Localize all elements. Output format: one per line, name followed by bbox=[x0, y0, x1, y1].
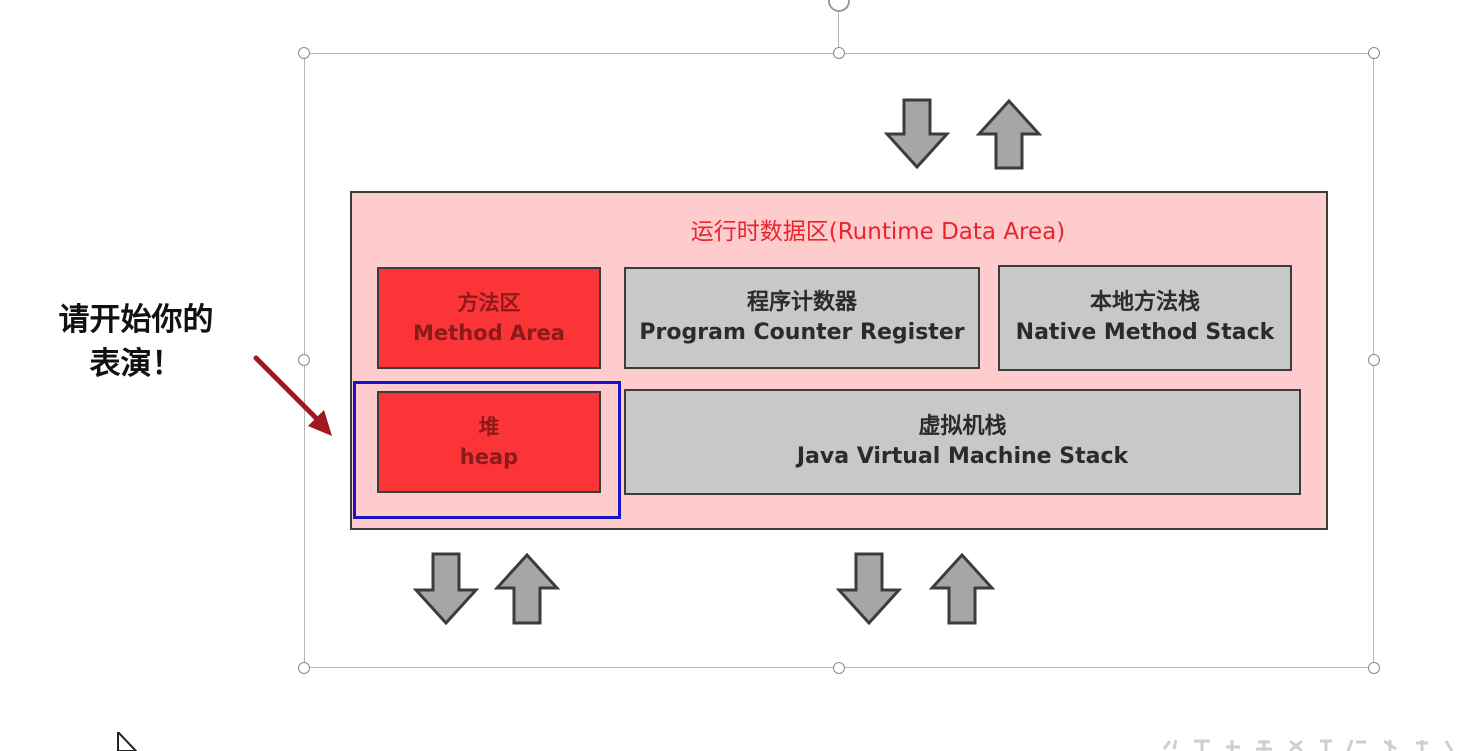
heap-label-en: heap bbox=[459, 445, 519, 469]
resize-handle-top-right[interactable] bbox=[1368, 47, 1380, 59]
red-pointer-arrow-icon bbox=[253, 355, 332, 436]
callout-line-1: 请开始你的 bbox=[58, 302, 214, 338]
native-method-stack-label-cn: 本地方法栈 bbox=[1089, 290, 1200, 315]
native-method-stack-label-en: Native Method Stack bbox=[1015, 320, 1275, 345]
method-area-label-cn: 方法区 bbox=[457, 291, 521, 315]
resize-handle-left[interactable] bbox=[298, 354, 310, 366]
arrow-down-icon bbox=[884, 98, 950, 170]
jvm-stack-label-cn: 虚拟机栈 bbox=[918, 414, 1007, 439]
rotate-handle-icon[interactable] bbox=[828, 0, 850, 12]
arrow-down-icon bbox=[413, 552, 479, 626]
resize-handle-bottom[interactable] bbox=[833, 662, 845, 674]
mouse-pointer-icon bbox=[117, 732, 138, 751]
arrow-up-icon bbox=[494, 552, 560, 625]
program-counter-label-en: Program Counter Register bbox=[639, 320, 965, 345]
runtime-data-area-title: 运行时数据区(Runtime Data Area) bbox=[690, 219, 1066, 245]
resize-handle-bottom-left[interactable] bbox=[298, 662, 310, 674]
resize-handle-top-left[interactable] bbox=[298, 47, 310, 59]
heap-highlight-box bbox=[353, 381, 621, 519]
resize-handle-top[interactable] bbox=[833, 47, 845, 59]
heap-label-cn: 堆 bbox=[478, 415, 500, 439]
program-counter-block: 程序计数器 Program Counter Register bbox=[624, 267, 980, 369]
heap-block: 堆 heap bbox=[377, 391, 601, 493]
method-area-label-en: Method Area bbox=[413, 321, 565, 345]
resize-handle-right[interactable] bbox=[1368, 354, 1380, 366]
method-area-block: 方法区 Method Area bbox=[377, 267, 601, 369]
watermark-graphic bbox=[1162, 739, 1454, 751]
callout-text: 请开始你的 表演！ bbox=[30, 298, 242, 386]
rotate-stem bbox=[838, 10, 839, 48]
native-method-stack-block: 本地方法栈 Native Method Stack bbox=[998, 265, 1292, 371]
program-counter-label-cn: 程序计数器 bbox=[746, 290, 857, 315]
arrow-down-icon bbox=[836, 552, 902, 626]
resize-handle-bottom-right[interactable] bbox=[1368, 662, 1380, 674]
callout-line-2: 表演！ bbox=[89, 346, 183, 382]
arrow-up-icon bbox=[976, 98, 1042, 170]
arrow-up-icon bbox=[929, 552, 995, 625]
jvm-stack-block: 虚拟机栈 Java Virtual Machine Stack bbox=[624, 389, 1301, 495]
jvm-stack-label-en: Java Virtual Machine Stack bbox=[796, 444, 1129, 469]
